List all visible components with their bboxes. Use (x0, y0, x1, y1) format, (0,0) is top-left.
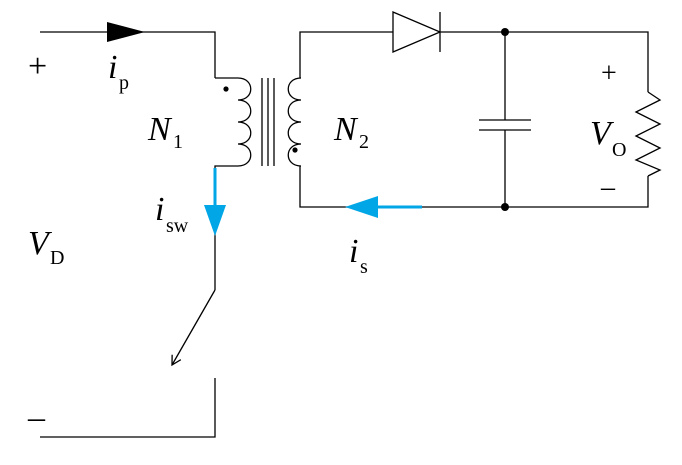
vd-subscript: D (50, 247, 64, 269)
secondary-top-wire (299, 31, 393, 78)
primary-top-wire (40, 31, 216, 78)
resistor-icon (634, 91, 662, 177)
primary-dot (223, 86, 229, 92)
input-minus-label: – (27, 399, 46, 436)
n1-label: N (147, 111, 173, 148)
ip-label: i (108, 49, 117, 86)
switch-blade-icon (171, 289, 216, 367)
junction-top (501, 28, 509, 36)
ip-subscript: p (119, 72, 129, 94)
n2-label: N (333, 111, 359, 148)
is-label: i (349, 233, 358, 270)
n2-subscript: 2 (359, 131, 369, 153)
vo-subscript: O (612, 139, 626, 161)
is-subscript: s (360, 256, 368, 278)
ip-arrow-icon (107, 22, 145, 42)
output-bottom-wire (299, 166, 649, 208)
primary-winding-icon (214, 77, 252, 290)
output-top-wire (440, 31, 649, 92)
primary-bottom-wire (40, 378, 216, 438)
secondary-winding-icon (287, 77, 302, 167)
output-minus-label: – (600, 172, 616, 203)
n1-subscript: 1 (173, 131, 183, 153)
secondary-dot (292, 147, 298, 153)
input-plus-label: + (28, 48, 47, 85)
isw-label: i (155, 191, 164, 228)
isw-arrow-icon (204, 205, 226, 236)
output-plus-label: + (601, 58, 617, 89)
isw-subscript: sw (166, 215, 189, 237)
is-arrow-icon (345, 196, 378, 218)
diode-icon (392, 11, 442, 53)
